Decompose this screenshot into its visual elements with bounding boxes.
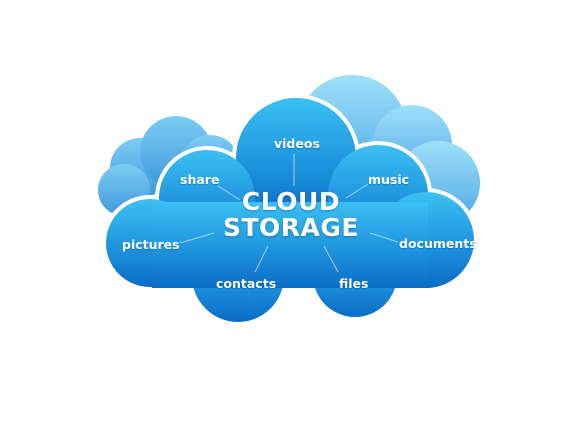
connector-documents (369, 232, 399, 243)
label-documents: documents (399, 236, 477, 251)
connector-lines (179, 154, 399, 273)
main-cloud (106, 98, 474, 322)
connector-files (323, 245, 339, 273)
label-contacts: contacts (216, 276, 277, 291)
title-line-2: STORAGE (222, 213, 359, 242)
title-line-1: CLOUD (241, 187, 341, 216)
connector-music (345, 183, 369, 199)
connector-pictures (179, 232, 215, 244)
label-music: music (368, 172, 410, 187)
label-files: files (339, 276, 369, 291)
label-pictures: pictures (122, 237, 180, 252)
connector-contacts (254, 245, 269, 273)
label-share: share (180, 172, 220, 187)
connector-share (217, 185, 241, 201)
label-videos: videos (274, 136, 320, 151)
